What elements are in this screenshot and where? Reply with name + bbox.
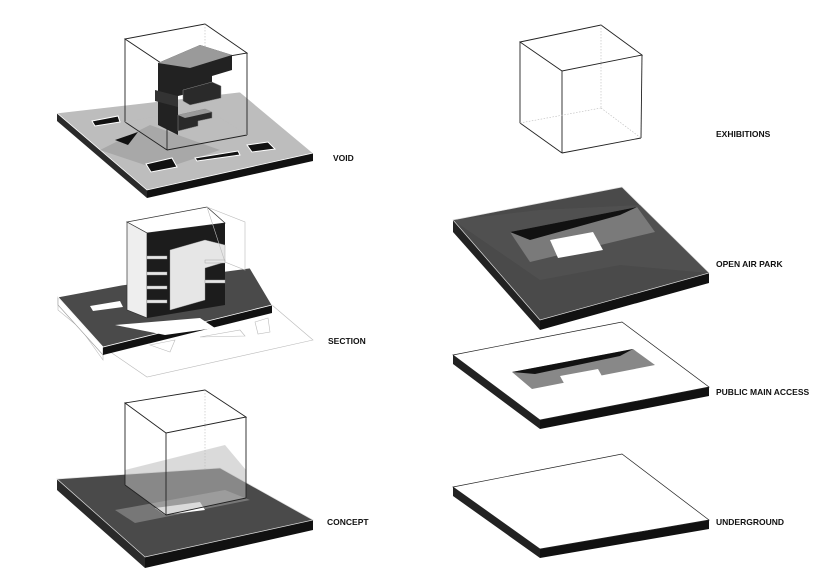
label-open-air-park: OPEN AIR PARK <box>716 259 783 269</box>
void-slab-front-side <box>147 153 313 198</box>
open-air-park-slab <box>452 186 710 330</box>
void-skylight <box>91 115 121 127</box>
section-courtyard <box>115 318 215 335</box>
void-volume <box>155 45 232 135</box>
label-underground: UNDERGROUND <box>716 517 784 527</box>
open-air-park-opening <box>550 232 603 258</box>
section-building-front <box>126 221 148 319</box>
section-diagram <box>57 206 314 378</box>
concept-diagram <box>56 389 314 568</box>
label-concept: CONCEPT <box>327 517 369 527</box>
void-skylight <box>145 157 178 173</box>
void-skylight <box>194 150 241 162</box>
label-section: SECTION <box>328 336 366 346</box>
void-diagram <box>56 23 314 198</box>
label-public-main-access: PUBLIC MAIN ACCESS <box>716 387 810 397</box>
exhibitions-cube <box>518 24 644 154</box>
label-void: VOID <box>333 153 354 163</box>
public-main-access-slab <box>452 321 710 429</box>
section-skylight <box>90 301 123 311</box>
label-exhibitions: EXHIBITIONS <box>716 129 771 139</box>
concept-ramp <box>125 445 246 515</box>
void-skylight <box>246 141 277 153</box>
underground-slab <box>452 453 710 558</box>
section-floors <box>146 239 226 311</box>
void-slab-left-side <box>57 113 147 198</box>
public-access-opening <box>560 369 603 385</box>
void-slab-opening <box>115 132 138 145</box>
